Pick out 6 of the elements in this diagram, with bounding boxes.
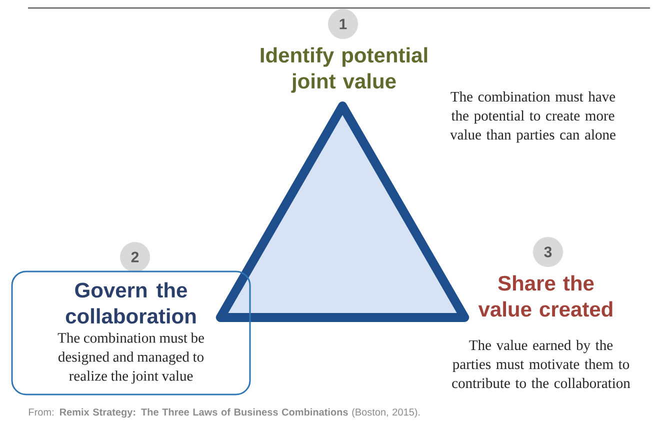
description-text: The value earned by the parties must motivate them to contribute to the collaboration [452, 340, 630, 388]
heading: Share the value created [478, 275, 612, 317]
description-text: The combination must have the potential to create more value than parties can alone [450, 91, 616, 143]
source-note: From: Remix Strategy: The Three Laws of Business Combinations (Boston, 2015). [29, 408, 420, 418]
heading: Identify potential joint value [260, 47, 428, 93]
rounded-box: Govern the collaboration The combination must be designed and managed to realize the joint value [11, 270, 251, 396]
